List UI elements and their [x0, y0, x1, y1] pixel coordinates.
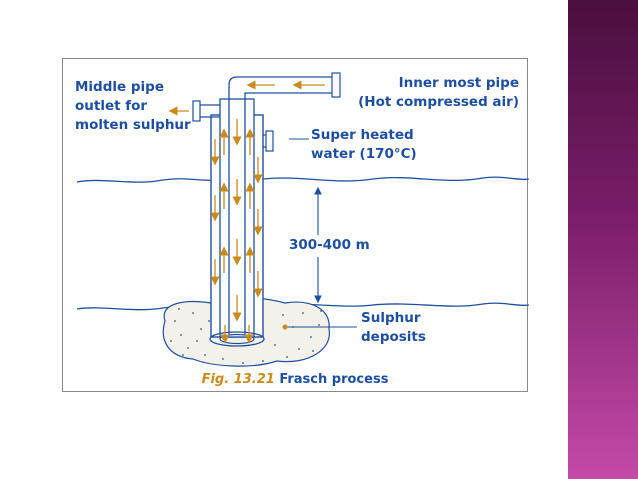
middle-pipe-label-line1: Middle pipe — [75, 79, 164, 95]
frasch-diagram — [76, 72, 529, 367]
middle-pipe-label-line3: molten sulphur — [75, 117, 191, 133]
inner-pipe-label-line1: Inner most pipe — [398, 75, 519, 91]
middle-pipe-label: Middle pipe outlet for molten sulphur — [75, 78, 191, 135]
super-heated-water-label: Super heated water (170°C) — [311, 126, 417, 164]
decorative-side-band — [568, 0, 638, 479]
inner-pipe — [228, 76, 335, 335]
figure-caption: Fig. 13.21 Frasch process — [63, 372, 527, 387]
deposits-label-line1: Sulphur — [361, 310, 421, 326]
figure-frame: Middle pipe outlet for molten sulphur In… — [62, 58, 529, 392]
ground-surface-line — [76, 176, 529, 183]
inner-pipe-label-line2: (Hot compressed air) — [358, 94, 519, 110]
inlet-flange — [265, 130, 274, 152]
inner-pipe-flange — [331, 72, 341, 98]
pipe-bottom-inner — [219, 333, 255, 345]
depth-label: 300-400 m — [289, 236, 370, 255]
figure-title: Frasch process — [279, 372, 389, 387]
sulphur-deposits-label: Sulphur deposits — [361, 309, 426, 347]
flow-arrows — [168, 80, 325, 344]
pipe-bottom-outer — [209, 331, 265, 347]
middle-pipe-outlet — [199, 104, 220, 118]
deposit-leader-dot — [282, 324, 288, 330]
middle-pipe-label-line2: outlet for — [75, 98, 148, 114]
figure-number: Fig. 13.21 — [201, 372, 275, 387]
leader-lines — [285, 138, 357, 328]
outlet-flange — [192, 100, 201, 122]
inner-pipe-label: Inner most pipe (Hot compressed air) — [358, 74, 519, 112]
super-heated-label-line1: Super heated — [311, 127, 414, 143]
deposits-label-line2: deposits — [361, 329, 426, 345]
super-heated-label-line2: water (170°C) — [311, 146, 417, 162]
